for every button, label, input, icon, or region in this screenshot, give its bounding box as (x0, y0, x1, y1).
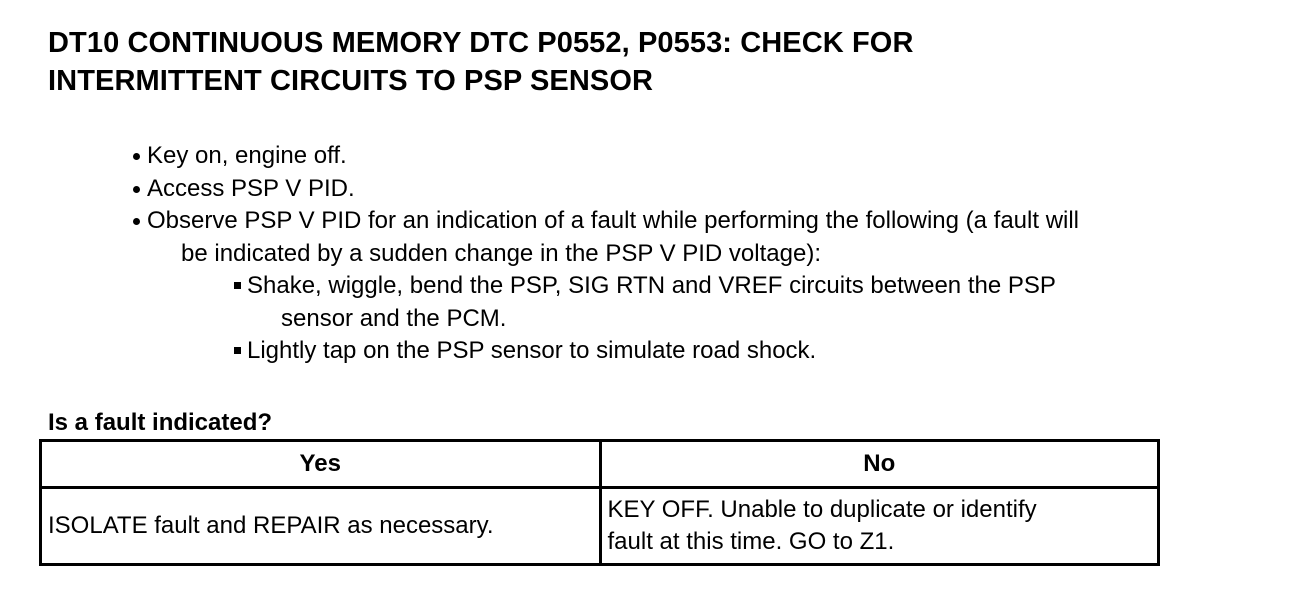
step-continuation: be indicated by a sudden change in the P… (130, 238, 1270, 271)
step-item: Access PSP V PID. (130, 173, 1270, 206)
yes-action-cell: ISOLATE fault and REPAIR as necessary. (39, 486, 602, 566)
step-item: Key on, engine off. (130, 140, 1270, 173)
title-line-2: INTERMITTENT CIRCUITS TO PSP SENSOR (48, 65, 654, 97)
yes-header: Yes (39, 439, 602, 489)
question-heading: Is a fault indicated? (48, 409, 273, 436)
step-text: Key on, engine off. (147, 142, 347, 169)
procedure-steps: Key on, engine off. Access PSP V PID. Ob… (130, 140, 1270, 368)
no-action-cell: KEY OFF. Unable to duplicate or identify… (598, 486, 1160, 566)
no-action-line-1: KEY OFF. Unable to duplicate or identify (607, 496, 1037, 523)
substep-text: Shake, wiggle, bend the PSP, SIG RTN and… (247, 272, 1056, 299)
step-item: Observe PSP V PID for an indication of a… (130, 205, 1270, 238)
substep-continuation: sensor and the PCM. (130, 303, 1270, 336)
step-text: Observe PSP V PID for an indication of a… (147, 207, 1080, 234)
step-text: Access PSP V PID. (147, 174, 355, 202)
substep-text: sensor and the PCM. (281, 304, 507, 332)
substep-item: Lightly tap on the PSP sensor to simulat… (130, 335, 1270, 368)
step-text: be indicated by a sudden change in the P… (181, 239, 821, 267)
substep-item: Shake, wiggle, bend the PSP, SIG RTN and… (130, 270, 1270, 303)
substep-text: Lightly tap on the PSP sensor to simulat… (247, 337, 817, 364)
table-header-row: Yes No (39, 439, 1160, 489)
page-title: DT10 CONTINUOUS MEMORY DTC P0552, P0553:… (48, 24, 1248, 100)
title-line-1: DT10 CONTINUOUS MEMORY DTC P0552, P0553:… (48, 27, 914, 59)
no-action-line-2: fault at this time. GO to Z1. (607, 528, 895, 555)
no-header: No (598, 439, 1160, 489)
result-table: Yes No ISOLATE fault and REPAIR as neces… (39, 439, 1160, 566)
table-row: ISOLATE fault and REPAIR as necessary. K… (39, 486, 1160, 566)
